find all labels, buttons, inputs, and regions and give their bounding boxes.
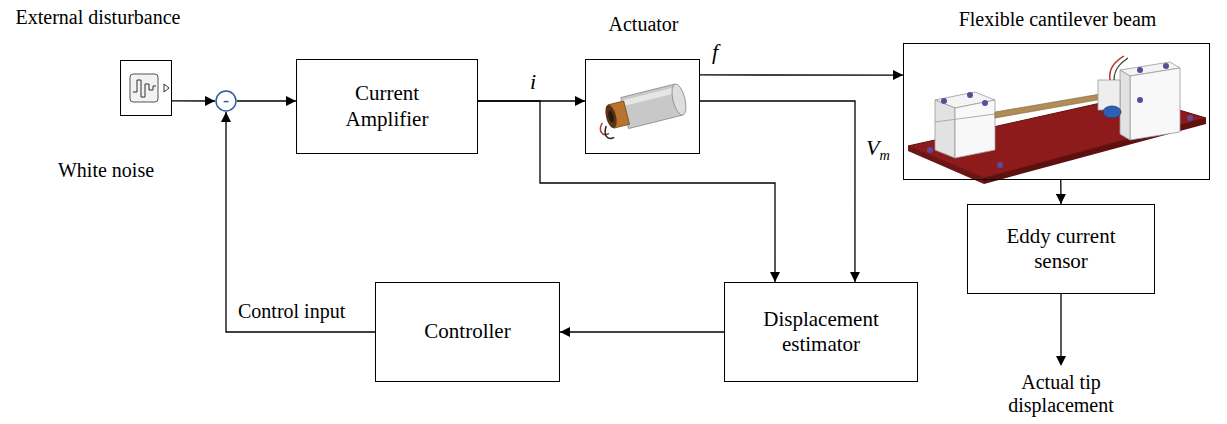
beam-rig-picture	[997, 162, 1003, 168]
signal-name: Control input	[236, 300, 347, 322]
output-arrow	[1056, 356, 1066, 366]
beam-rig-picture	[927, 147, 933, 153]
estimator-box: Displacement estimator	[724, 282, 918, 382]
output-arrow	[1056, 294, 1066, 366]
signal-name: i	[528, 70, 538, 94]
white-noise-icon	[130, 74, 169, 102]
node-label: Current Amplifier	[325, 81, 449, 131]
beam-rig-picture	[1137, 97, 1143, 103]
actuator-picture	[603, 104, 619, 130]
signal-arrow	[560, 331, 724, 332]
node-heading: Actuator	[566, 13, 721, 36]
beam-rig-picture	[1098, 80, 1120, 110]
beam-rig-picture	[955, 100, 995, 158]
beam-rig-picture	[1114, 58, 1128, 80]
actuator-picture	[669, 83, 688, 117]
white-noise-icon	[164, 84, 169, 92]
output-label: Actual tip displacement	[990, 371, 1132, 417]
output-arrow	[1060, 294, 1061, 358]
beam-rig-picture	[1130, 68, 1180, 140]
sensor-box: Eddy current sensor	[967, 204, 1155, 294]
beam-rig-picture	[935, 114, 995, 122]
beam-rig-picture	[1120, 70, 1130, 140]
signal-name: f	[710, 40, 720, 64]
signal-arrow	[172, 100, 215, 101]
actuator-picture	[621, 87, 677, 106]
beam-rig-picture	[995, 92, 1114, 118]
actuator-picture	[594, 83, 690, 141]
signal-arrow	[478, 101, 775, 282]
beam-rig-picture	[941, 98, 947, 104]
actuator-picture	[599, 122, 609, 136]
beam-rig-picture	[1103, 106, 1121, 118]
actuator-box: Actuator	[585, 59, 700, 154]
signal-arrow	[237, 100, 296, 101]
junction-circle	[216, 91, 236, 111]
summing-junction: -	[215, 90, 237, 112]
signal-arrow	[700, 74, 903, 75]
signal-name: Vm	[864, 136, 892, 164]
node-heading: Flexible cantilever beam	[904, 8, 1211, 31]
plant-box: Flexible cantilever beam	[903, 43, 1210, 180]
node-heading: White noise	[46, 159, 166, 182]
beam-rig-picture	[908, 56, 1206, 184]
signal-arrow	[1060, 180, 1062, 204]
junction-sign: -	[223, 91, 230, 109]
beam-rig-picture	[935, 100, 955, 158]
signal-arrow	[700, 101, 855, 282]
node-label: Eddy current sensor	[988, 224, 1134, 274]
node-label: Displacement estimator	[745, 307, 897, 357]
process-box: Current Amplifier	[296, 59, 478, 154]
node-heading: External disturbance	[3, 6, 193, 29]
source-block: External disturbanceWhite noise	[120, 60, 172, 116]
beam-rig-picture	[982, 100, 988, 106]
white-noise-icon	[130, 74, 158, 102]
actuator-picture	[607, 110, 615, 123]
beam-rig-picture	[967, 92, 973, 98]
beam-rig-picture	[1137, 67, 1143, 73]
beam-rig-picture	[1163, 63, 1169, 69]
controller-box: Controller	[375, 282, 560, 382]
node-label: Controller	[424, 319, 510, 344]
white-noise-icon	[133, 80, 156, 97]
beam-rig-picture	[1187, 115, 1193, 121]
signal-arrow	[226, 112, 375, 332]
